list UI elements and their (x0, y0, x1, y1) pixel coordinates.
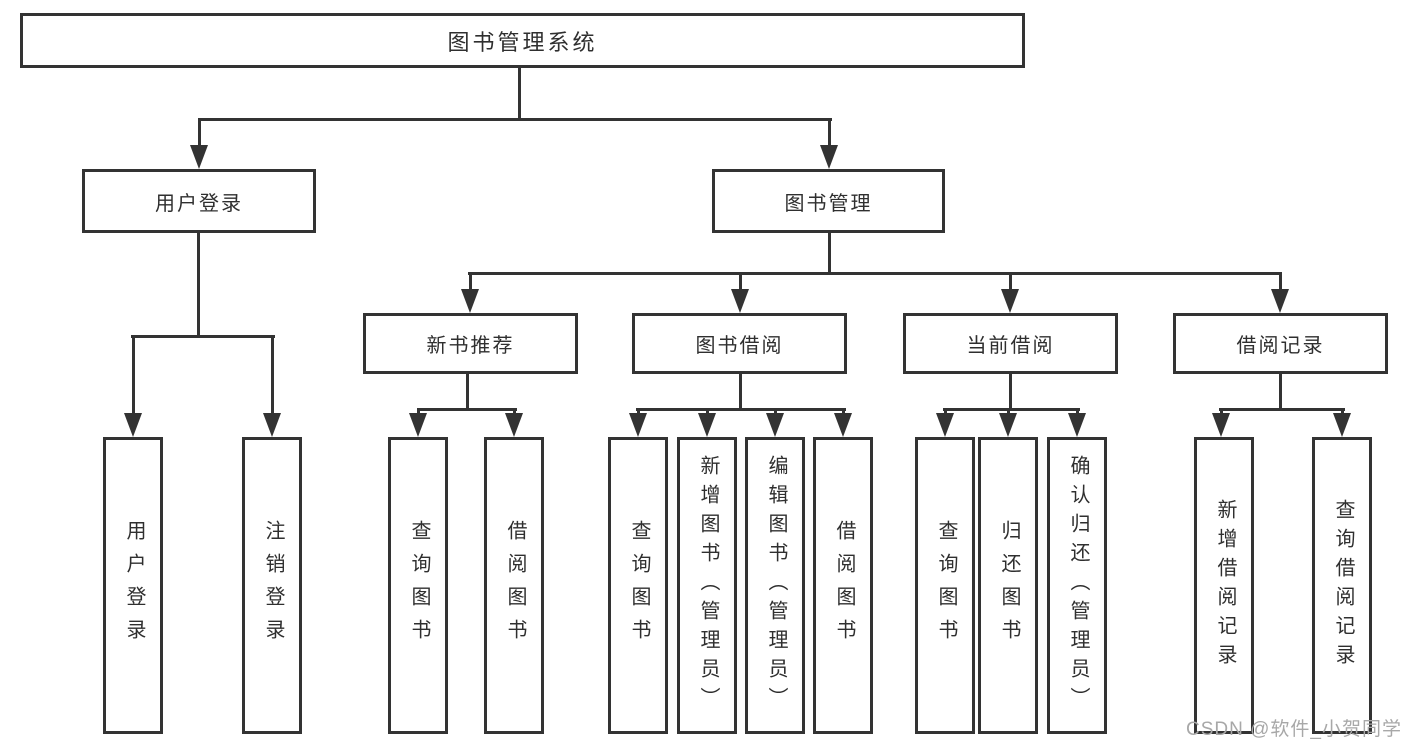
connector-userlogin-stub (197, 230, 200, 338)
connector-l2-shaft (1009, 272, 1012, 292)
connector-bookborrow-distributor (636, 408, 846, 411)
arrowhead-borrow-record (1271, 289, 1289, 313)
leaf-add-book: 新增图书（管理员） (677, 437, 737, 734)
connector-leaf-shaft (271, 335, 274, 415)
connector-l2-distributor (468, 272, 1282, 275)
leaf-user-login: 用户登录 (103, 437, 163, 734)
connector-leaf-shaft (774, 408, 777, 417)
connector-root-stub (518, 65, 521, 121)
connector-leaf-shaft (944, 408, 947, 417)
connector-leaf-shaft (132, 335, 135, 415)
leaf-edit-book: 编辑图书（管理员） (745, 437, 805, 734)
arrowhead-current-borrow (1001, 289, 1019, 313)
connector-leaf-shaft (637, 408, 640, 417)
connector-bookmgmt-stub (828, 230, 831, 275)
arrowhead-leaf-logout (263, 413, 281, 437)
leaf-borrow-book-2: 借阅图书 (813, 437, 873, 734)
csdn-watermark: CSDN @软件_小贺同学 (1186, 719, 1402, 740)
leaf-borrow-book-1: 借阅图书 (484, 437, 544, 734)
leaf-query-record: 查询借阅记录 (1312, 437, 1372, 734)
arrowhead-book-mgmt (820, 145, 838, 169)
connector-newbookrec-stub (466, 371, 469, 411)
arrowhead-leaf-query-record (1333, 413, 1351, 437)
connector-borrowrecord-distributor (1219, 408, 1345, 411)
arrowhead-leaf-query-book-3 (936, 413, 954, 437)
arrowhead-leaf-return-book (999, 413, 1017, 437)
leaf-query-book-1: 查询图书 (388, 437, 448, 734)
leaf-return-book: 归还图书 (978, 437, 1038, 734)
connector-borrowrecord-stub (1279, 371, 1282, 411)
arrowhead-leaf-user-login (124, 413, 142, 437)
connector-bookmgmt-shaft (828, 118, 831, 148)
node-user-login: 用户登录 (82, 169, 316, 233)
arrowhead-leaf-add-book (698, 413, 716, 437)
connector-l2-shaft (739, 272, 742, 292)
connector-bookborrow-stub (739, 371, 742, 411)
connector-userlogin-shaft (198, 118, 201, 148)
arrowhead-new-book-rec (461, 289, 479, 313)
arrowhead-leaf-borrow-book-1 (505, 413, 523, 437)
leaf-query-book-2: 查询图书 (608, 437, 668, 734)
leaf-add-record: 新增借阅记录 (1194, 437, 1254, 734)
connector-leaf-shaft (1007, 408, 1010, 417)
arrowhead-leaf-confirm-return (1068, 413, 1086, 437)
connector-leaf-shaft (417, 408, 420, 417)
arrowhead-leaf-query-book-2 (629, 413, 647, 437)
connector-l1-distributor (198, 118, 832, 121)
arrowhead-user-login (190, 145, 208, 169)
leaf-query-book-3: 查询图书 (915, 437, 975, 734)
node-borrow-record: 借阅记录 (1173, 313, 1388, 374)
node-root: 图书管理系统 (20, 13, 1025, 68)
connector-leaf-shaft (513, 408, 516, 417)
leaf-confirm-return: 确认归还（管理员） (1047, 437, 1107, 734)
connector-l2-shaft (1279, 272, 1282, 292)
connector-currentborrow-stub (1009, 371, 1012, 411)
arrowhead-book-borrow (731, 289, 749, 313)
arrowhead-leaf-add-record (1212, 413, 1230, 437)
connector-l2-shaft (469, 272, 472, 292)
arrowhead-leaf-query-book-1 (409, 413, 427, 437)
node-book-borrow: 图书借阅 (632, 313, 847, 374)
connector-leaf-shaft (1076, 408, 1079, 417)
node-new-book-rec: 新书推荐 (363, 313, 578, 374)
connector-leaf-shaft (842, 408, 845, 417)
node-book-mgmt: 图书管理 (712, 169, 945, 233)
arrowhead-leaf-edit-book (766, 413, 784, 437)
connector-currentborrow-distributor (943, 408, 1080, 411)
node-current-borrow: 当前借阅 (903, 313, 1118, 374)
connector-userlogin-distributor (131, 335, 275, 338)
connector-newbookrec-distributor (417, 408, 517, 411)
connector-leaf-shaft (1220, 408, 1223, 417)
connector-leaf-shaft (706, 408, 709, 417)
arrowhead-leaf-borrow-book-2 (834, 413, 852, 437)
leaf-logout: 注销登录 (242, 437, 302, 734)
connector-leaf-shaft (1341, 408, 1344, 417)
